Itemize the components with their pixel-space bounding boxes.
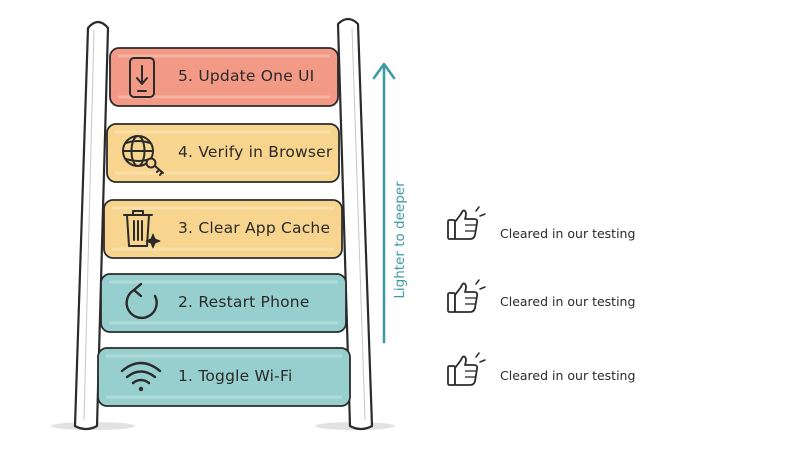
wifi-icon — [120, 361, 162, 392]
result-label-step-3: Cleared in our testing — [500, 226, 636, 241]
trash-sparkle-icon — [123, 210, 161, 249]
rung-step-1 — [97, 347, 351, 407]
globe-key-icon — [122, 135, 164, 176]
result-label-step-2: Cleared in our testing — [500, 294, 636, 309]
ladder-left-rail — [73, 20, 110, 431]
rung-step-4 — [106, 123, 340, 183]
step-4-label: 4. Verify in Browser — [178, 143, 333, 161]
restart-icon — [125, 282, 158, 320]
thumbs-up-icon — [447, 279, 486, 313]
step-2-label: 2. Restart Phone — [178, 293, 310, 311]
step-3-label: 3. Clear App Cache — [178, 219, 331, 237]
ladder-right-rail — [336, 17, 374, 431]
rung-step-3 — [103, 199, 343, 259]
thumbs-up-icon — [447, 206, 486, 240]
rung-step-5 — [109, 47, 339, 107]
step-1-label: 1. Toggle Wi-Fi — [178, 367, 293, 385]
phone-download-icon — [129, 57, 155, 98]
axis-label: Lighter to deeper — [392, 181, 408, 299]
thumbs-up-icon — [447, 352, 486, 386]
result-label-step-1: Cleared in our testing — [500, 368, 636, 383]
rung-step-2 — [100, 273, 347, 333]
lighter-to-deeper-arrow — [372, 62, 396, 344]
step-5-label: 5. Update One UI — [178, 67, 315, 85]
